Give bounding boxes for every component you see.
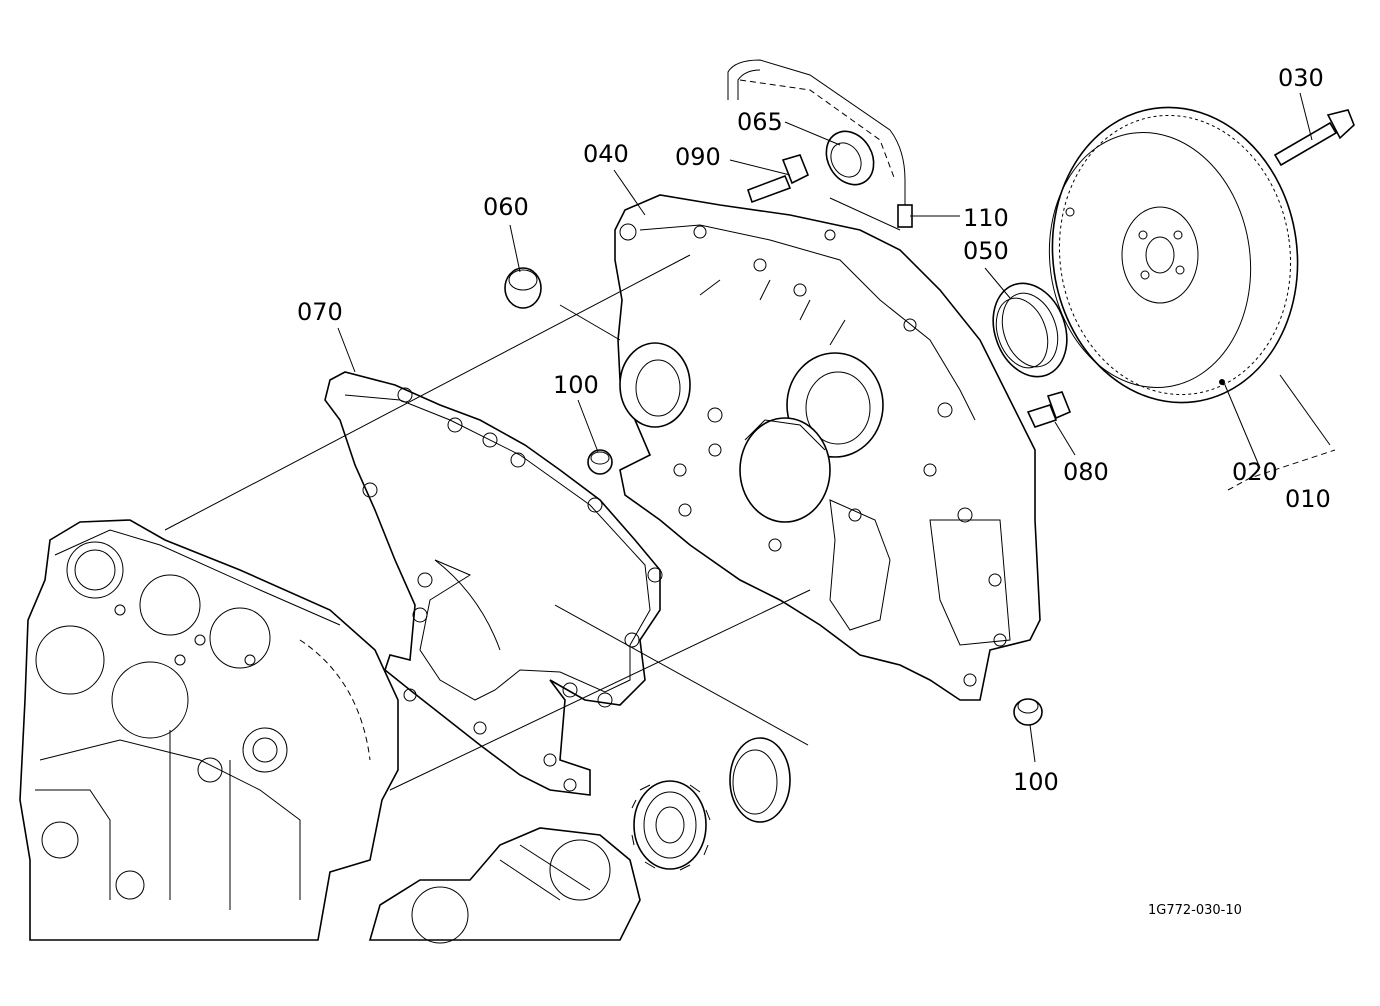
spacer-collar xyxy=(729,737,791,823)
drawing-code: 1G772-030-10 xyxy=(1148,903,1242,918)
label-100-lower: 100 xyxy=(1013,768,1059,796)
bolt-090 xyxy=(746,154,810,204)
hose-110 xyxy=(727,59,913,228)
label-060: 060 xyxy=(483,193,529,221)
label-040: 040 xyxy=(583,140,629,168)
crankshaft xyxy=(368,827,641,944)
label-010: 010 xyxy=(1285,485,1331,513)
label-080: 080 xyxy=(1063,458,1109,486)
label-020: 020 xyxy=(1232,458,1278,486)
engine-block xyxy=(19,519,399,941)
bolt-080 xyxy=(1026,391,1072,428)
crank-gear xyxy=(631,780,711,871)
plug-060 xyxy=(504,267,542,309)
leader-lines xyxy=(337,92,1336,763)
alignment-lines xyxy=(164,197,901,791)
gear-case-gasket xyxy=(324,371,663,796)
label-030: 030 xyxy=(1278,64,1324,92)
pin-100-upper xyxy=(587,449,613,475)
label-065: 065 xyxy=(737,108,783,136)
flywheel xyxy=(1048,106,1299,404)
oil-seal xyxy=(992,282,1068,378)
bushing-065 xyxy=(825,130,875,186)
label-110: 110 xyxy=(963,204,1009,232)
label-070: 070 xyxy=(297,298,343,326)
pin-100-lower xyxy=(1013,698,1043,726)
gear-case xyxy=(614,194,1041,701)
label-050: 050 xyxy=(963,237,1009,265)
part-labels: 010 020 030 040 050 060 065 070 080 090 … xyxy=(297,64,1331,796)
label-100-upper: 100 xyxy=(553,371,599,399)
flywheel-bolt xyxy=(1273,109,1355,167)
label-090: 090 xyxy=(675,143,721,171)
